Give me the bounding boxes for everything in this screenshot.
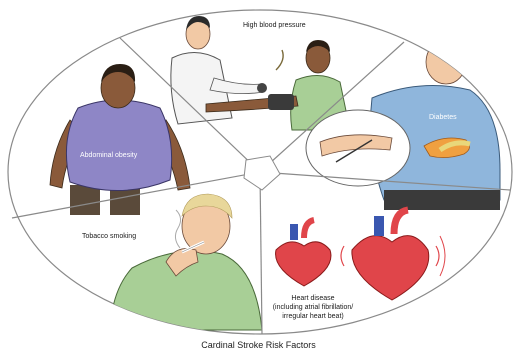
high-blood-pressure-label: High blood pressure — [243, 22, 306, 29]
heart-disease-label-line3: irregular heart beat) — [282, 313, 343, 320]
heart-disease-label-line1: Heart disease — [291, 295, 334, 302]
abdominal-obesity-label: Abdominal obesity — [80, 152, 138, 159]
diagram-caption: Cardinal Stroke Risk Factors — [0, 340, 517, 350]
diabetes-label: Diabetes — [429, 114, 457, 121]
heart-disease-label-line2: (including atrial fibrillation/ — [273, 304, 354, 311]
tobacco-smoking-label: Tobacco smoking — [82, 233, 136, 240]
